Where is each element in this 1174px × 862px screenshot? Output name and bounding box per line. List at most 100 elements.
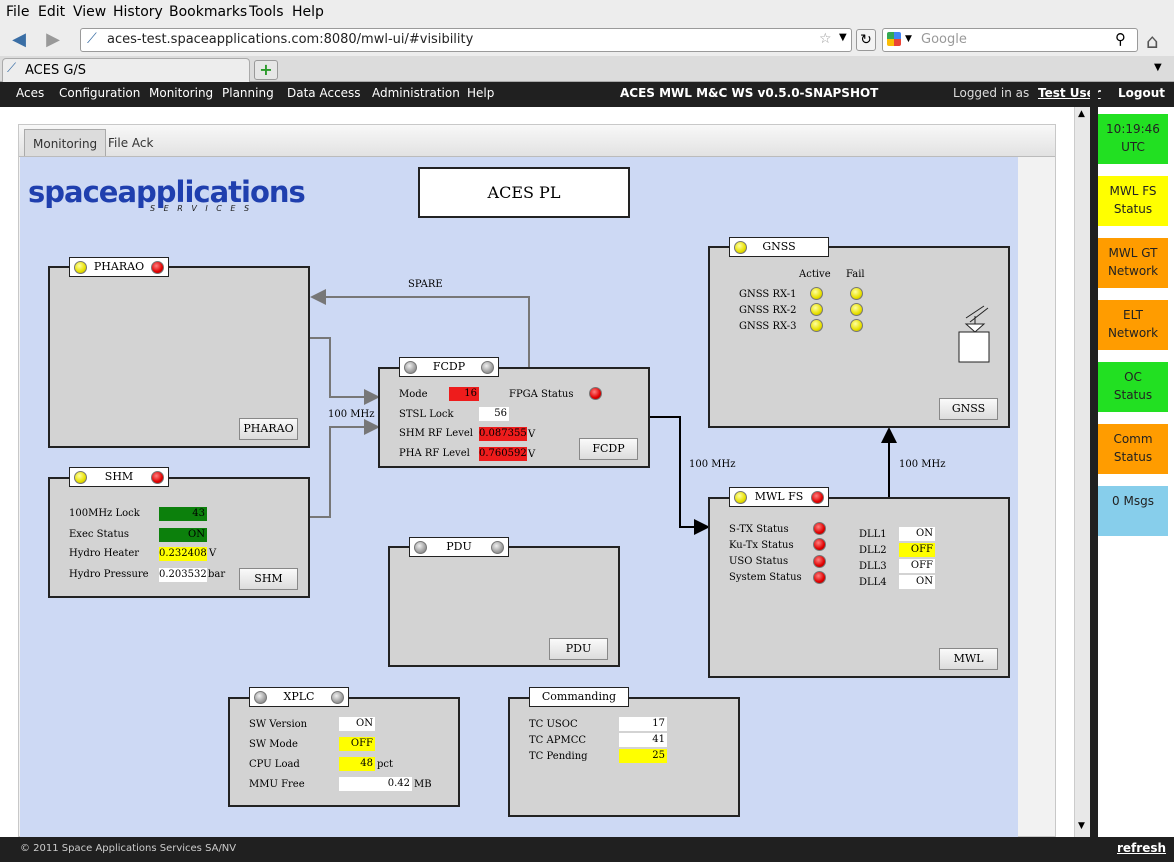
gnss-fail-led xyxy=(850,319,863,332)
commanding-label: TC APMCC xyxy=(529,735,586,746)
forward-icon[interactable]: ▶ xyxy=(46,29,60,50)
company-logo: spaceapplications xyxy=(28,175,306,209)
sidebar-status-box[interactable]: 0 Msgs xyxy=(1098,486,1168,536)
refresh-link[interactable]: refresh xyxy=(1117,841,1167,855)
fcdp-stsl-label: STSL Lock xyxy=(399,409,454,420)
mhz-label-left: 100 MHz xyxy=(328,409,375,420)
pharao-panel xyxy=(48,266,310,448)
pdu-status-led xyxy=(414,541,427,554)
commanding-value: 25 xyxy=(619,749,667,763)
app-menu-data-access[interactable]: Data Access xyxy=(287,86,361,100)
app-menu-administration[interactable]: Administration xyxy=(372,86,460,100)
footer: © 2011 Space Applications Services SA/NV… xyxy=(0,837,1174,862)
mwlfs-status-led xyxy=(813,538,826,551)
pharao-alarm-led xyxy=(151,261,164,274)
menu-bookmarks[interactable]: Bookmarks xyxy=(169,4,248,20)
fcdp-mode-label: Mode xyxy=(399,389,428,400)
mwl-button[interactable]: MWL xyxy=(939,648,998,670)
shm-title: SHM xyxy=(104,470,134,483)
xplc-label: SW Version xyxy=(249,719,308,730)
mwlfs-status-label: S-TX Status xyxy=(729,524,789,535)
shm-label: 100MHz Lock xyxy=(69,508,140,519)
home-icon[interactable]: ⌂ xyxy=(1146,29,1159,53)
logo-subtitle: S E R V I C E S xyxy=(150,204,253,213)
logged-in-label: Logged in as xyxy=(953,86,1030,100)
xplc-panel xyxy=(228,697,460,807)
sidebar-divider xyxy=(1090,82,1098,862)
chevron-down-icon[interactable]: ▼ xyxy=(839,32,847,43)
scroll-down-icon[interactable]: ▼ xyxy=(1078,821,1085,831)
browser-menubar: File Edit View History Bookmarks Tools H… xyxy=(0,0,1174,24)
url-text: aces-test.spaceapplications.com:8080/mwl… xyxy=(107,32,474,47)
xplc-value: 48 xyxy=(339,757,375,771)
xplc-value: ON xyxy=(339,717,375,731)
sidebar-status-box[interactable]: OC Status xyxy=(1098,362,1168,412)
fcdp-shm-rf-value: 0.0873553 xyxy=(479,427,527,441)
shm-button[interactable]: SHM xyxy=(239,568,298,590)
pdu-button[interactable]: PDU xyxy=(549,638,608,660)
star-icon[interactable]: ☆ xyxy=(819,31,832,47)
app-menu-configuration[interactable]: Configuration xyxy=(59,86,141,100)
sidebar-status-line1: OC xyxy=(1124,370,1142,384)
gnss-active-led xyxy=(810,319,823,332)
menu-help[interactable]: Help xyxy=(292,4,324,20)
user-link[interactable]: Test User xyxy=(1038,86,1101,100)
fcdp-fpga-led xyxy=(589,387,602,400)
tab-file-ack[interactable]: File Ack xyxy=(108,136,154,150)
google-icon xyxy=(887,32,901,46)
sidebar-status-line1: MWL GT xyxy=(1108,246,1158,260)
sidebar-status-line1: 0 Msgs xyxy=(1112,494,1154,508)
browser-tab[interactable]: ⟋ ACES G/S xyxy=(2,58,250,82)
gnss-active-led xyxy=(810,287,823,300)
sidebar-status-line1: MWL FS xyxy=(1109,184,1157,198)
sidebar-status-line2: Network xyxy=(1107,326,1159,340)
app-menu-aces[interactable]: Aces xyxy=(16,86,45,100)
gnss-row-label: GNSS RX-3 xyxy=(739,321,797,332)
menu-file[interactable]: File xyxy=(6,4,30,20)
url-bar[interactable]: ⟋ aces-test.spaceapplications.com:8080/m… xyxy=(80,28,852,52)
new-tab-button[interactable]: + xyxy=(254,60,278,80)
search-input[interactable]: ▼ Google ⚲ xyxy=(882,28,1138,52)
fcdp-status-led xyxy=(404,361,417,374)
dll-label: DLL4 xyxy=(859,577,887,588)
xplc-status-led xyxy=(254,691,267,704)
mwlfs-status-led xyxy=(813,571,826,584)
main-scrollbar[interactable]: ▲ ▼ xyxy=(1074,107,1090,837)
commanding-label: TC USOC xyxy=(529,719,578,730)
xplc-label: SW Mode xyxy=(249,739,298,750)
reload-icon[interactable]: ↻ xyxy=(856,29,876,51)
tab-monitoring[interactable]: Monitoring xyxy=(24,129,107,156)
sidebar-status-line2: Status xyxy=(1113,388,1153,402)
mhz-label-right: 100 MHz xyxy=(899,459,946,470)
back-icon[interactable]: ◀ xyxy=(12,29,26,50)
menu-history[interactable]: History xyxy=(113,4,163,20)
chevron-down-icon[interactable]: ▼ xyxy=(905,34,912,44)
sidebar-status-line1: Comm xyxy=(1113,432,1153,446)
mhz-label-mid: 100 MHz xyxy=(689,459,736,470)
app-menu-monitoring[interactable]: Monitoring xyxy=(149,86,214,100)
fcdp-mode-value: 16 xyxy=(449,387,479,401)
dll-value: ON xyxy=(899,527,935,541)
dll-value: ON xyxy=(899,575,935,589)
xplc-alarm-led xyxy=(331,691,344,704)
app-menu-help[interactable]: Help xyxy=(467,86,495,100)
scroll-up-icon[interactable]: ▲ xyxy=(1078,109,1085,119)
binoculars-icon[interactable]: ⚲ xyxy=(1115,30,1126,48)
gnss-button[interactable]: GNSS xyxy=(939,398,998,420)
menu-tools[interactable]: Tools xyxy=(249,4,284,20)
app-menu-planning[interactable]: Planning xyxy=(222,86,274,100)
pharao-button[interactable]: PHARAO xyxy=(239,418,298,440)
fcdp-button[interactable]: FCDP xyxy=(579,438,638,460)
xplc-unit: MB xyxy=(414,779,432,790)
tab-list-icon[interactable]: ▼ xyxy=(1154,62,1162,73)
menu-edit[interactable]: Edit xyxy=(38,4,66,20)
menu-view[interactable]: View xyxy=(73,4,107,20)
commanding-header: Commanding xyxy=(529,687,629,707)
shm-value: ON xyxy=(159,528,207,542)
logout-button[interactable]: Logout xyxy=(1118,86,1166,100)
